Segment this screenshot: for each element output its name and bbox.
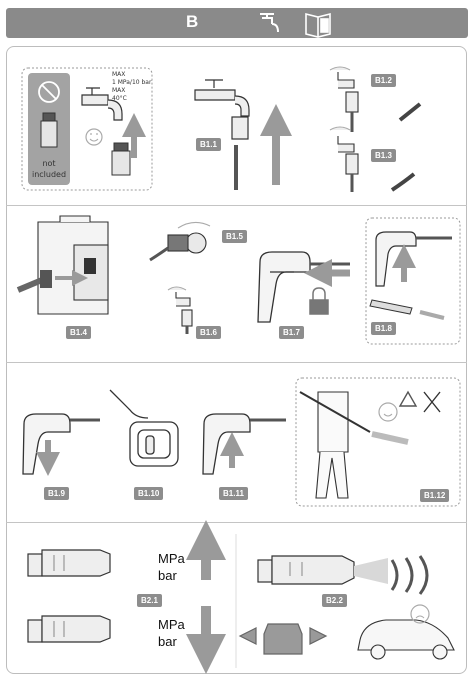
spray-gun (257, 251, 350, 323)
padlock-icon (309, 287, 329, 315)
step-tag-b1-8: B1.8 (371, 322, 396, 335)
step-tag-b1-1: B1.1 (196, 138, 221, 151)
tap-open (167, 286, 193, 334)
inlet-twist (149, 221, 211, 262)
frown-icon (410, 604, 430, 624)
row-divider (6, 205, 467, 206)
row-divider (6, 522, 467, 523)
hose-connector (398, 102, 422, 122)
lance-nozzle (369, 299, 445, 320)
section-letter: B (186, 12, 199, 31)
warning-icon (398, 390, 418, 407)
tap-with-filter (194, 79, 250, 140)
nozzle-spray (257, 555, 355, 585)
smiley-icon (378, 402, 398, 422)
pressure-washer-body (37, 215, 109, 315)
pressure-lower-label: MPa bar (158, 616, 185, 650)
gun-trigger-release (22, 413, 100, 475)
step-tag-b1-11: B1.11 (219, 487, 248, 500)
hose-connector (390, 172, 416, 192)
spray-gun-small (375, 231, 452, 287)
water-tap (81, 87, 123, 121)
operation-box (295, 377, 461, 507)
spray-adjust-icon (238, 623, 328, 655)
not-included-line1: not (42, 159, 56, 168)
manual-info-icon (305, 12, 331, 38)
adapter-part (111, 142, 131, 176)
step-tag-b1-4: B1.4 (66, 326, 91, 339)
step-tag-b1-9: B1.9 (44, 487, 69, 500)
operator-figure (299, 391, 371, 499)
pressure-upper-bar: bar (158, 568, 177, 583)
spray-cone (354, 558, 388, 584)
pressure-lower-bar: bar (158, 634, 177, 649)
tap-rotate-2 (329, 126, 359, 192)
gun-trigger-press (202, 413, 286, 475)
tap-spec-max1: MAX (112, 71, 126, 78)
instruction-panel (6, 46, 467, 674)
tap-icon (260, 13, 279, 33)
filter-adapter (40, 112, 58, 148)
step-tag-b1-12: B1.12 (420, 489, 450, 502)
not-included-label: not included (29, 158, 69, 180)
tap-spec-temp: 40°C (112, 95, 127, 102)
pressure-lower-mpa: MPa (158, 617, 185, 632)
pressure-upper-mpa: MPa (158, 551, 185, 566)
step-tag-b1-6: B1.6 (196, 326, 221, 339)
step-tag-b1-10: B1.10 (134, 487, 164, 500)
step-tag-b2-1: B2.1 (137, 594, 162, 607)
tap-spec-max2: MAX (112, 87, 126, 94)
step-tag-b2-2: B2.2 (322, 594, 347, 607)
step-tag-b1-7: B1.7 (279, 326, 304, 339)
safety-lock-button (109, 389, 179, 467)
nozzle-low (27, 615, 111, 643)
coupling (40, 270, 52, 288)
tap-rotate (329, 66, 359, 132)
tap-spec-pressure: 1 MPa/10 bar (112, 79, 152, 86)
water-spray (371, 431, 409, 445)
step-tag-b1-2: B1.2 (371, 74, 396, 87)
step-tag-b1-3: B1.3 (371, 149, 396, 162)
garden-hose (16, 277, 44, 293)
nozzle-high (27, 549, 111, 577)
water-inlet (84, 258, 96, 274)
smiley-icon (85, 128, 103, 146)
step-tag-b1-5: B1.5 (222, 230, 247, 243)
spray-waves (390, 555, 429, 595)
section-header-bar: B (6, 8, 468, 38)
not-included-line2: included (31, 170, 67, 179)
optional-lance-box (365, 217, 461, 345)
optional-accessory-box (21, 67, 153, 191)
no-people-icon (423, 391, 441, 413)
car-icon (357, 619, 455, 660)
no-tap-icon (38, 81, 60, 103)
pressure-upper-label: MPa bar (158, 550, 185, 584)
row-divider (6, 362, 467, 363)
